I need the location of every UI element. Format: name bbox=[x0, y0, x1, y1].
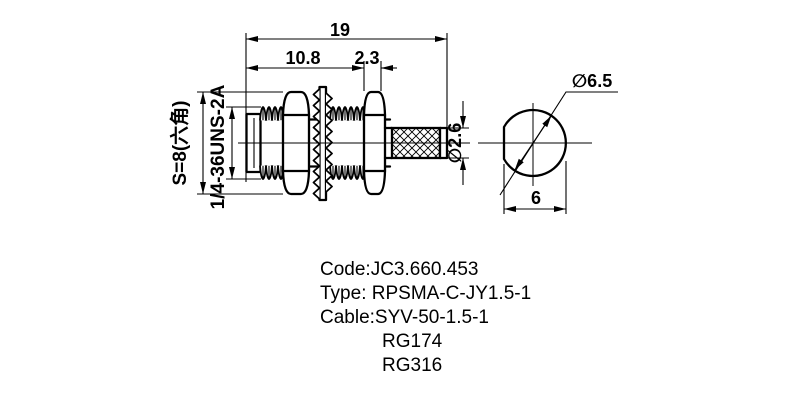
note-type: Type: RPSMA-C-JY1.5-1 bbox=[320, 283, 531, 304]
dim-across-flat-label: 6 bbox=[531, 188, 541, 208]
connector-end-view: ∅6.5 6 bbox=[478, 71, 618, 214]
dimension-lines: 19 10.8 2.3 ∅2.6 S=8(六角) 1/4-36UNS-2A bbox=[168, 20, 469, 209]
barrel-neck bbox=[383, 126, 394, 160]
note-cable-alt-2: RG316 bbox=[382, 355, 442, 376]
dim-locknut-width-label: 2.3 bbox=[354, 48, 379, 68]
thread-section-rear bbox=[329, 106, 367, 180]
note-code: Code:JC3.660.453 bbox=[320, 259, 478, 280]
connector-side-view bbox=[238, 85, 470, 202]
note-cable: Cable:SYV-50-1.5-1 bbox=[320, 307, 489, 328]
thread-section-front bbox=[259, 106, 285, 180]
notes-block: Code:JC3.660.453 Type: RPSMA-C-JY1.5-1 C… bbox=[320, 259, 531, 376]
dim-crimp-barrel-dia-label: ∅2.6 bbox=[445, 123, 465, 163]
dim-thread-spec-label: 1/4-36UNS-2A bbox=[208, 84, 229, 209]
dim-overall-length-label: 19 bbox=[330, 20, 350, 40]
dim-body-length-label: 10.8 bbox=[285, 48, 320, 68]
note-cable-alt-1: RG174 bbox=[382, 331, 443, 352]
dim-flange-dia-label: ∅6.5 bbox=[572, 71, 612, 91]
dim-hex-across-flats-label: S=8(六角) bbox=[168, 101, 191, 186]
